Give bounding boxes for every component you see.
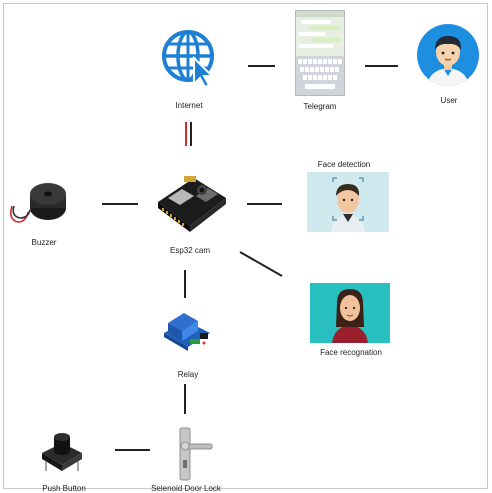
relay-label: Relay <box>177 370 199 379</box>
esp32-node <box>150 168 230 238</box>
face-detection-node <box>307 172 389 232</box>
diagram-frame <box>3 3 488 489</box>
telegram-node <box>295 10 345 96</box>
internet-node <box>160 28 220 89</box>
esp32-cam-board-icon <box>158 176 226 232</box>
face-recognition-image <box>310 283 390 343</box>
user-node <box>417 24 479 86</box>
relay-module-icon <box>164 313 210 351</box>
push-button-node <box>38 427 86 475</box>
push-button-icon <box>42 433 82 471</box>
face-detection-image <box>307 172 389 232</box>
globe-icon <box>162 30 215 89</box>
relay-node <box>160 303 214 355</box>
telegram-chat-screenshot-icon <box>295 10 345 96</box>
buzzer-label: Buzzer <box>31 238 57 247</box>
user-avatar-icon <box>417 24 479 86</box>
buzzer-icon <box>10 183 66 223</box>
face-recognition-node <box>310 283 390 343</box>
esp32-label: Esp32 cam <box>169 246 211 255</box>
door-lock-node <box>170 424 216 482</box>
buzzer-node <box>8 176 68 228</box>
face-detection-label: Face detection <box>317 160 371 169</box>
link-esp32-face-recognition <box>239 251 283 277</box>
user-label: User <box>440 96 458 105</box>
door-lock-handle-icon <box>179 427 213 481</box>
internet-label: Internet <box>175 101 203 110</box>
face-recognition-label: Face recognation <box>320 348 382 357</box>
push-button-label: Push Button <box>42 484 86 493</box>
door-lock-label: Selenoid Door Lock <box>151 484 221 493</box>
telegram-label: Telegram <box>303 102 337 111</box>
